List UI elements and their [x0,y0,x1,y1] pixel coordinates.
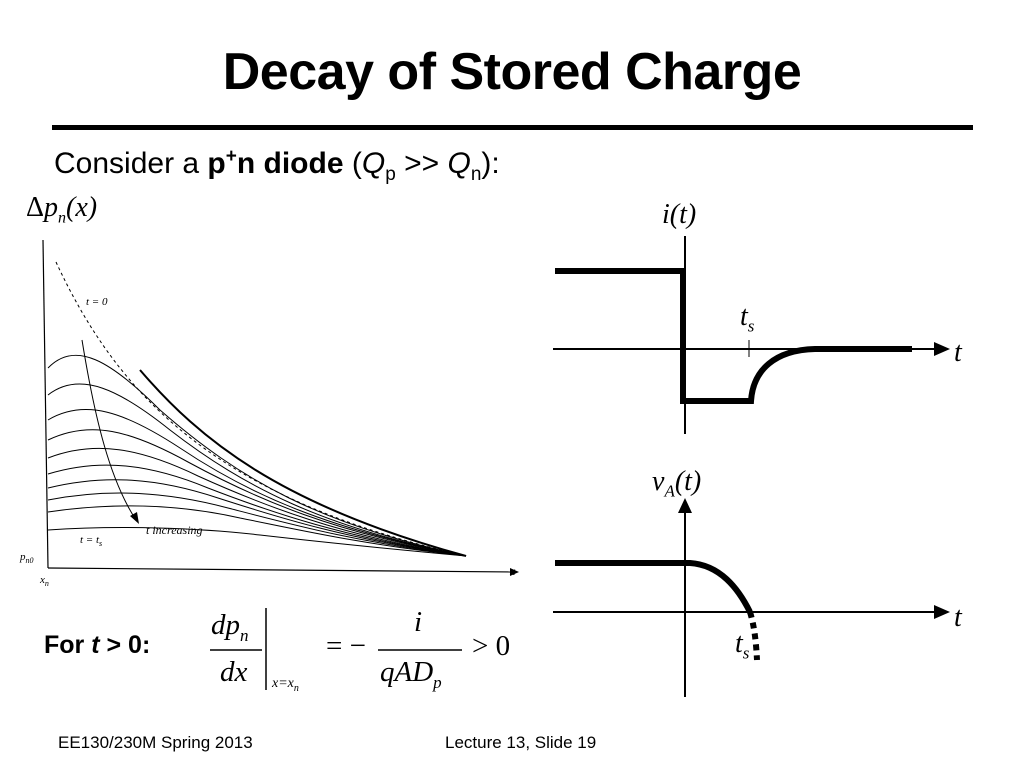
curve-7 [47,479,467,557]
curve-8 [47,492,467,557]
eq-dx: dx [220,656,248,688]
voltage-arg: (t) [674,466,702,497]
voltage-v: v [652,466,665,497]
for-t: t [91,631,100,659]
voltage-sub: A [664,481,675,501]
eq-equals-minus: = − [326,630,366,662]
voltage-y-arrowhead [678,498,692,513]
current-t-label: t [954,337,962,368]
current-waveform [555,268,912,404]
curve-4 [47,429,467,557]
qn-subscript: n [470,164,482,185]
eq-den: qADp [380,656,442,693]
voltage-y-label: vA(t) [652,466,701,502]
profile-x-axis [47,567,516,573]
for-label: For t > 0: [44,631,150,660]
voltage-t-arrowhead [934,605,950,619]
current-ts-t: t [740,301,748,332]
diode-plus: + [225,146,237,167]
voltage-t-label: t [954,602,962,633]
for-suffix: > 0: [99,631,151,659]
voltage-ts-t: t [735,628,743,659]
qp-subscript: p [385,164,396,185]
eq-dpn: dpn [211,609,249,646]
qn-symbol: Q [447,147,471,180]
current-y-label: i(t) [662,199,697,230]
curve-ts [47,527,467,557]
eq-den-sub: p [433,672,442,692]
label-pn0: pn0 [20,551,34,565]
title-underline [52,125,973,130]
label-increasing: t increasing [146,523,203,538]
label-ts-text: t = t [80,534,100,546]
label-increasing-text: t increasing [146,523,203,537]
eq-eval: x=xn [272,676,299,694]
curve-t0 [55,261,467,557]
pn0-p: p [20,551,26,563]
current-t-arrowhead [934,342,950,356]
eq-dpn-text: dp [211,609,240,641]
increasing-arrowhead [130,512,139,524]
intro-close: ): [481,147,500,180]
eq-num: i [414,606,423,638]
much-greater: >> [395,147,448,180]
curve-5 [47,447,467,557]
label-t0: t = 0 [86,296,108,308]
curve-3 [47,409,467,557]
eq-gt-zero: > 0 [472,630,511,662]
label-ts-sub: s [99,539,103,549]
qp-symbol: Q [361,147,386,180]
curve-1 [47,354,467,557]
profile-x-arrowhead [510,568,519,576]
curve-6 [47,464,467,557]
equation-lines [210,608,462,690]
voltage-ts-sub: s [742,643,750,663]
label-x-axis: x [510,564,516,578]
eq-eval-text: x=x [272,676,294,691]
voltage-ts-label: ts [735,628,749,664]
p-symbol: p [44,192,59,223]
intro-prefix: Consider a [54,147,208,180]
profile-y-label: Δpn(x) [26,192,97,228]
current-plot [553,236,950,434]
xn-sub: n [44,579,49,589]
x-arg: (x) [66,192,98,223]
footer-course: EE130/230M Spring 2013 [58,733,253,752]
current-ts-label: ts [740,301,754,337]
delta-symbol: Δ [26,192,45,223]
voltage-plot [553,498,950,697]
diode-p: p [207,147,226,180]
label-ts: t = ts [80,534,102,548]
slide-title: Decay of Stored Charge [222,43,802,101]
xn-x: x [40,574,45,586]
diode-rest: n diode [236,147,344,180]
eq-dpn-sub: n [240,625,249,645]
eq-den-text: qAD [380,656,434,688]
footer-slide-number: Lecture 13, Slide 19 [445,733,597,752]
voltage-continuation [747,611,760,661]
curve-9 [47,505,467,557]
curve-2 [47,383,467,557]
profile-plot [42,239,519,576]
eq-eval-sub: n [293,682,299,694]
for-prefix: For [44,631,92,659]
increasing-arrow [81,339,137,521]
curve-envelope [139,369,467,557]
p-sub: n [58,209,67,227]
intro-line: Consider a p+n diode (Qp >> Qn): [54,146,500,186]
pn0-sub: n0 [25,556,34,566]
profile-y-axis [42,239,49,569]
label-xn: xn [40,574,49,588]
voltage-waveform [555,560,753,614]
intro-open-paren: ( [343,147,362,180]
current-ts-sub: s [747,316,755,336]
